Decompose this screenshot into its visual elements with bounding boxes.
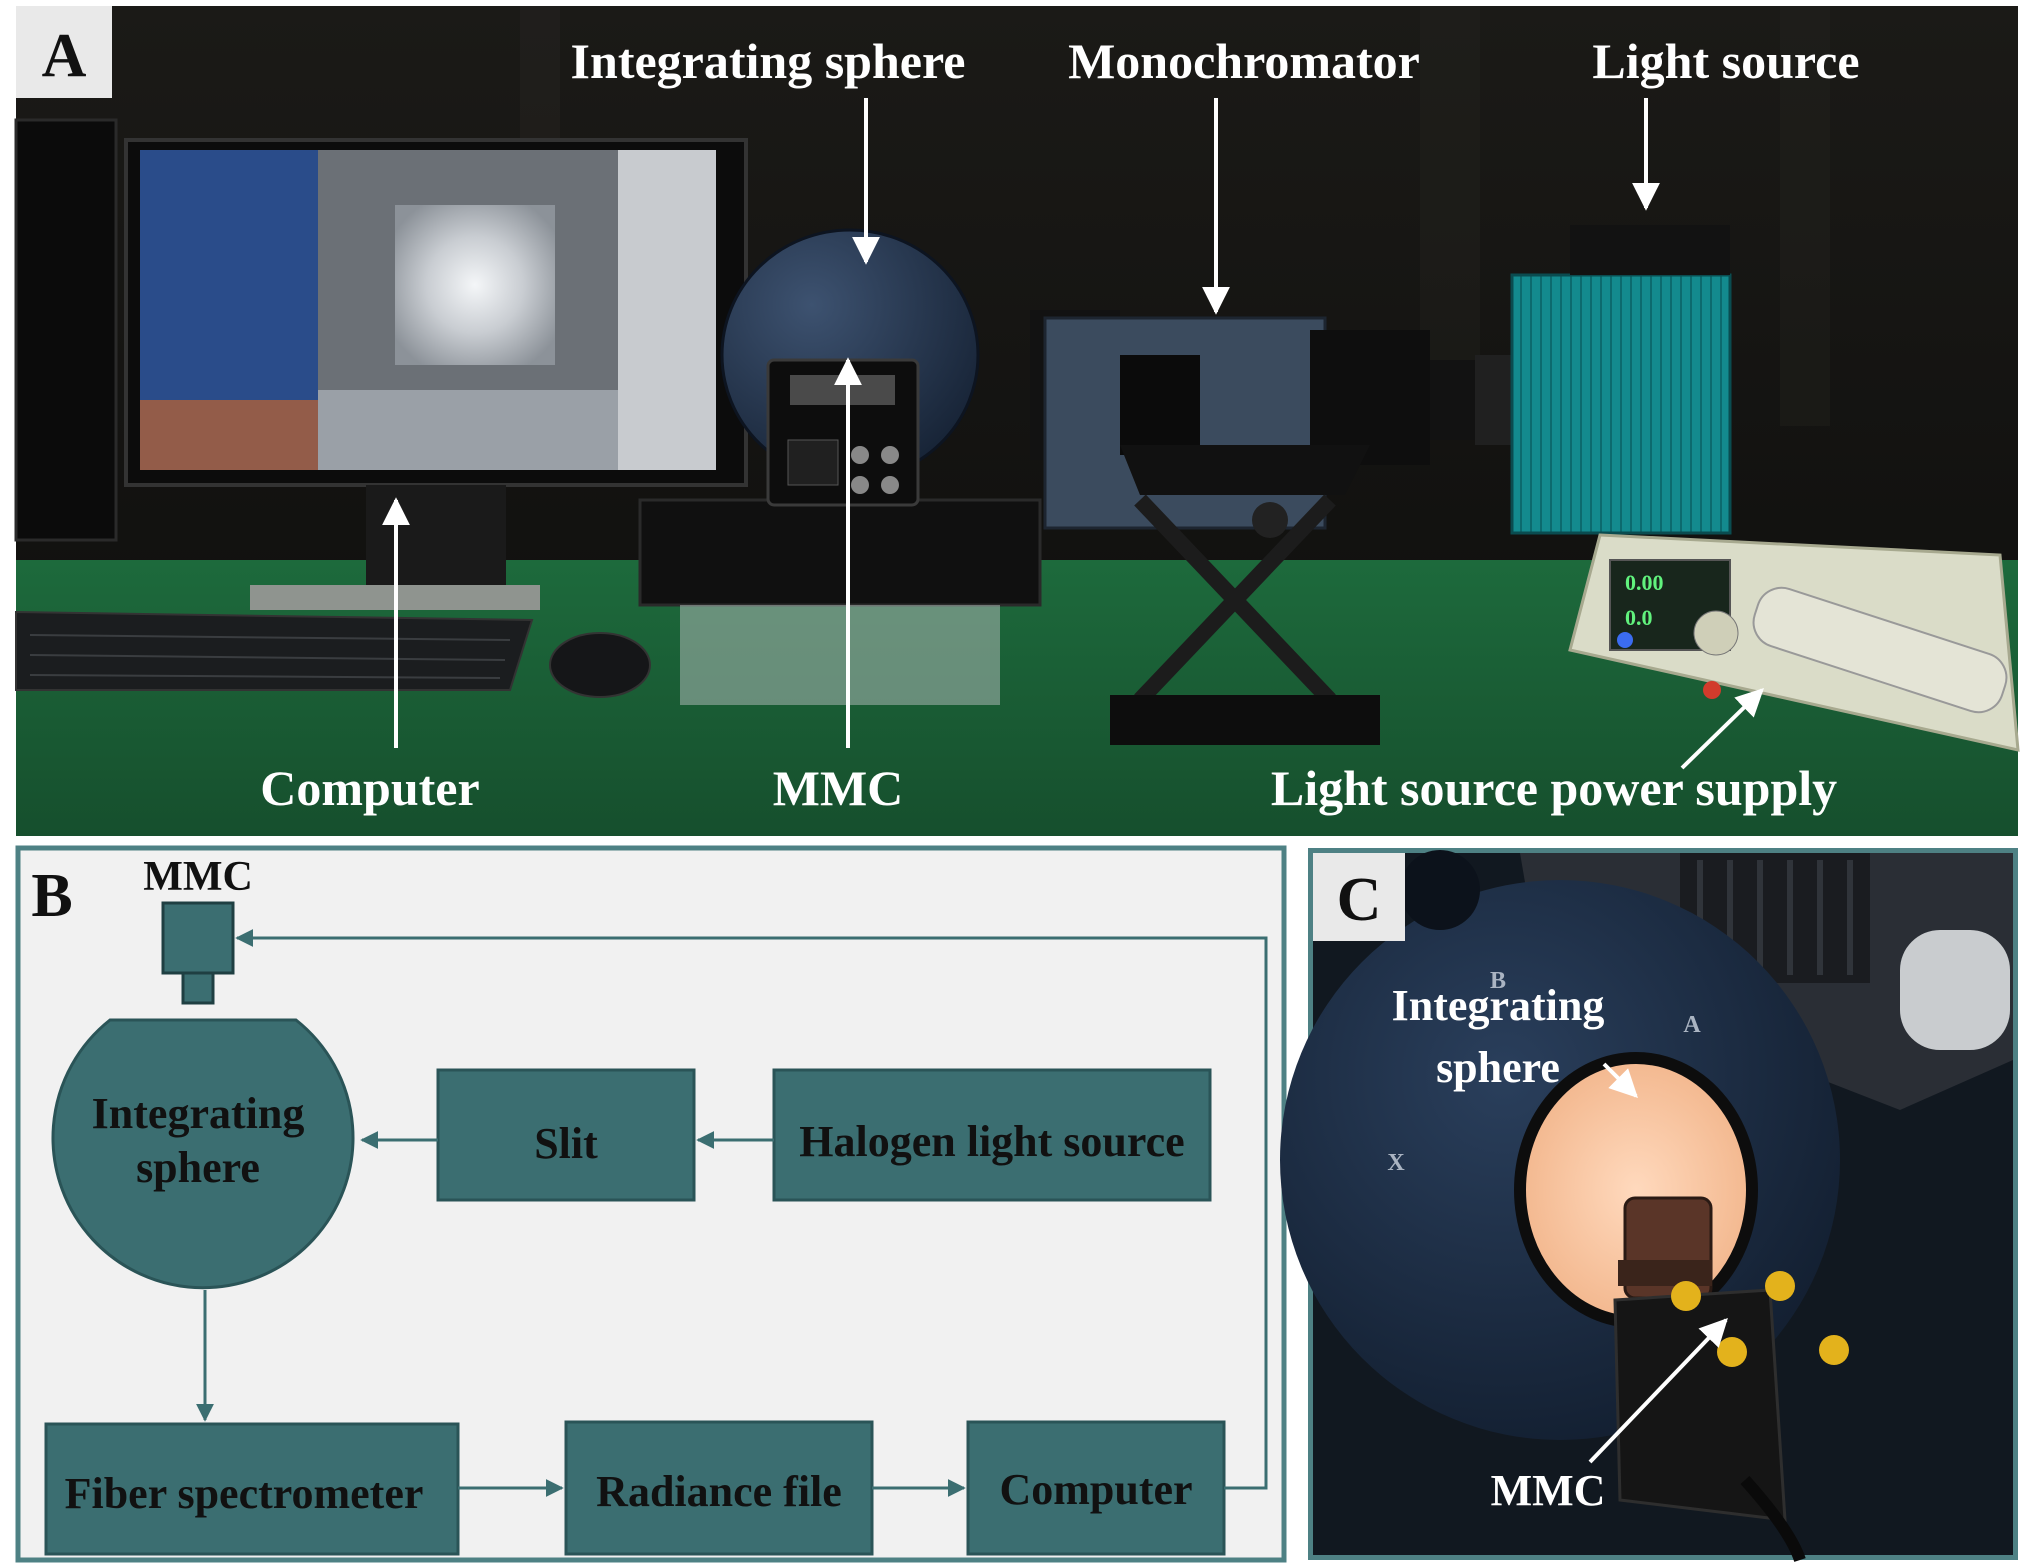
b-connectors <box>196 929 1268 1497</box>
b-node-fiber: Fiber spectrometer <box>44 1422 460 1556</box>
b-node-integrating-sphere: Integrating sphere <box>51 1018 355 1290</box>
panel-c-letter: C <box>1337 866 1382 934</box>
c-label-sphere-line2: sphere <box>1436 1043 1560 1092</box>
b-node-radiance-label: Radiance file <box>596 1467 842 1516</box>
c-badge-b: B <box>1490 968 1506 994</box>
label-monochromator: Monochromator <box>1068 33 1420 89</box>
b-arrow-computer-to-mmc <box>235 929 1268 1490</box>
b-node-computer-label: Computer <box>999 1465 1192 1514</box>
label-power-supply: Light source power supply <box>1271 760 1837 816</box>
b-node-slit: Slit <box>436 1068 696 1202</box>
label-integrating-sphere: Integrating sphere <box>571 33 966 89</box>
arrow-icon <box>382 98 1765 770</box>
b-mmc-label: MMC <box>143 854 253 900</box>
b-mmc-lens <box>181 971 215 1005</box>
panel-a-letter: A <box>42 22 87 90</box>
light-source-device <box>1510 225 1732 535</box>
b-node-sphere-line1: Integrating <box>92 1089 305 1138</box>
c-round-tab <box>1400 850 1480 930</box>
b-node-halogen-label: Halogen light source <box>799 1117 1184 1166</box>
label-mmc: MMC <box>773 760 904 816</box>
c-label-sphere-line1: Integrating <box>1392 981 1605 1030</box>
panel-b-letter: B <box>31 862 72 930</box>
panel-a-letter-box <box>16 6 112 98</box>
sphere-stand <box>680 605 1000 705</box>
panel-a: 0.00 0.0 A Integrating sphere Monochroma… <box>14 6 2020 836</box>
b-node-slit-label: Slit <box>534 1119 598 1168</box>
side-monitor <box>14 118 118 542</box>
panel-c: B A X C Integrating sphere MMC <box>1280 848 2018 1563</box>
label-light-source: Light source <box>1592 33 1859 89</box>
camera-icon <box>766 358 920 507</box>
power-supply-device: 0.00 0.0 <box>1568 533 2020 752</box>
mouse-icon <box>549 632 651 698</box>
svg-text:0.0: 0.0 <box>1625 605 1653 630</box>
keyboard-icon <box>15 610 534 691</box>
sphere-stage <box>638 498 1042 607</box>
lab-jack <box>1110 445 1380 745</box>
c-label-mmc: MMC <box>1491 1466 1606 1515</box>
c-camera <box>1613 1196 1849 1563</box>
panel-c-letter-box <box>1313 853 1405 941</box>
b-node-computer: Computer <box>966 1420 1226 1556</box>
svg-text:0.00: 0.00 <box>1625 570 1664 595</box>
arrow-power-supply <box>1680 688 1765 770</box>
c-arrow-sphere <box>1602 1062 1638 1098</box>
label-computer: Computer <box>260 760 479 816</box>
b-node-fiber-label: Fiber spectrometer <box>65 1469 424 1518</box>
c-arrow-mmc <box>1588 1317 1728 1464</box>
b-mmc-body <box>161 901 235 975</box>
panel-b: B MMC Integrating sphere Slit Halogen li… <box>15 845 1287 1563</box>
c-badge-a: A <box>1683 1012 1701 1038</box>
b-node-sphere-line2: sphere <box>136 1143 260 1192</box>
b-node-radiance: Radiance file <box>564 1420 874 1556</box>
monitor-icon <box>124 138 748 610</box>
c-badge-x: X <box>1387 1150 1405 1176</box>
c-silver-cylinder <box>1900 930 2010 1050</box>
b-node-halogen: Halogen light source <box>772 1068 1212 1202</box>
